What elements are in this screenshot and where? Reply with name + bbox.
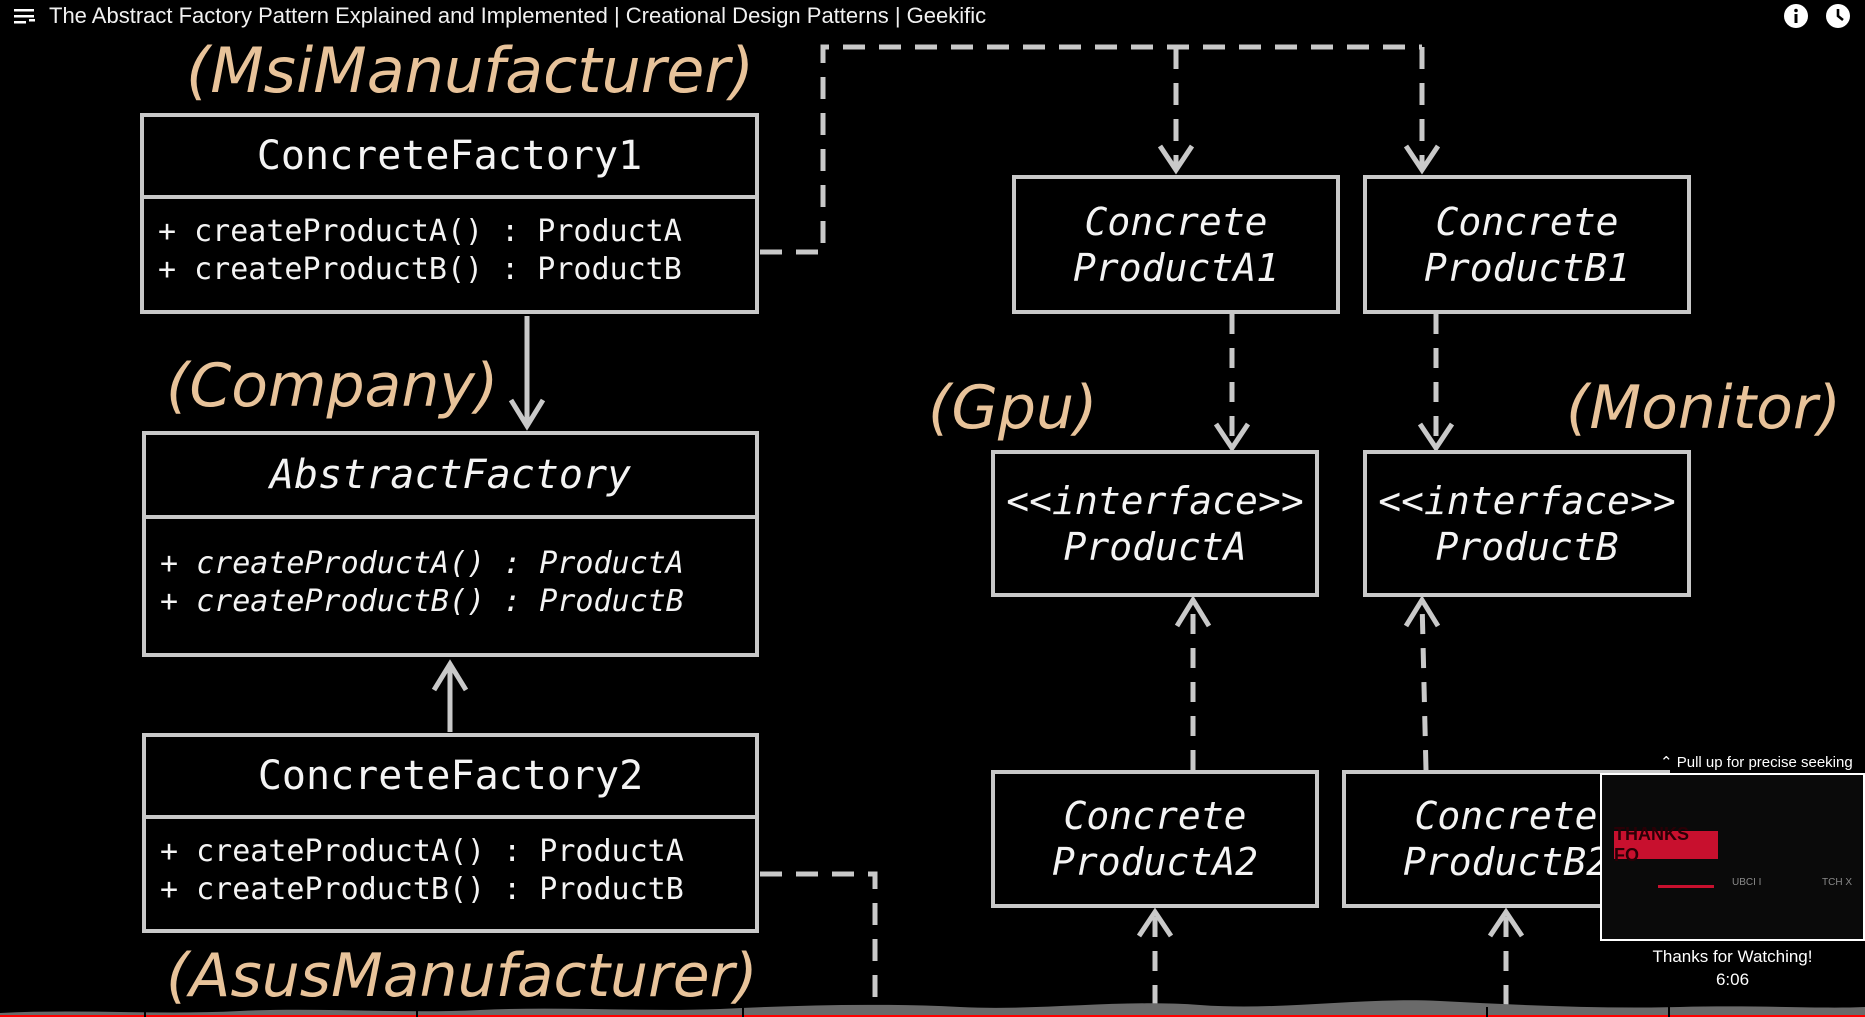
seek-preview-timestamp: 6:06 bbox=[1715, 970, 1750, 989]
method-create-product-a: + createProductA() : ProductA bbox=[160, 546, 684, 581]
concrete-factory1-box: ConcreteFactory1 + createProductA() : Pr… bbox=[140, 113, 759, 314]
chapter-divider bbox=[1486, 1007, 1488, 1017]
concrete-factory1-methods: + createProductA() : ProductA+ createPro… bbox=[144, 199, 755, 289]
chapter-divider bbox=[742, 1007, 744, 1017]
dashed-connector-b2-pb bbox=[1419, 599, 1429, 771]
chapter-divider bbox=[144, 1007, 146, 1017]
concrete-factory1-name: ConcreteFactory1 bbox=[144, 117, 755, 199]
seek-preview-thumbnail: THANKS FO UBCI I TCH X bbox=[1600, 773, 1865, 941]
arrowhead-pb-top bbox=[1417, 422, 1455, 453]
arrowhead-b1 bbox=[1403, 144, 1441, 175]
progress-bar-heatmap[interactable] bbox=[0, 985, 1865, 1017]
product-line2: ProductB1 bbox=[1424, 245, 1630, 290]
arrowhead-af-top bbox=[508, 398, 546, 431]
product-line1: Concrete bbox=[1435, 199, 1619, 244]
interface-name: ProductB bbox=[1435, 524, 1619, 569]
concrete-product-a1-box: Concrete ProductA1 bbox=[1012, 175, 1340, 314]
concrete-factory2-methods: + createProductA() : ProductA+ createPro… bbox=[146, 819, 755, 909]
concrete-product-a2-box: Concrete ProductA2 bbox=[991, 770, 1319, 908]
method-create-product-b: + createProductB() : ProductB bbox=[160, 872, 684, 907]
abstract-factory-name: AbstractFactory bbox=[146, 435, 755, 519]
label-asus-manufacturer: (AsusManufacturer) bbox=[166, 941, 758, 1011]
product-line2: ProductA1 bbox=[1073, 245, 1279, 290]
arrowhead-pb-bottom bbox=[1403, 595, 1441, 628]
seek-hint: ⌃ Pull up for precise seeking bbox=[1660, 753, 1853, 771]
chapter-divider bbox=[416, 1007, 418, 1017]
abstract-factory-methods: + createProductA() : ProductA+ createPro… bbox=[146, 519, 755, 621]
interface-name: ProductA bbox=[1063, 524, 1247, 569]
thumbnail-badge: THANKS FO bbox=[1614, 824, 1718, 865]
arrowhead-a2 bbox=[1136, 907, 1174, 938]
thumbnail-text: TCH X bbox=[1822, 877, 1852, 888]
concrete-factory2-name: ConcreteFactory2 bbox=[146, 737, 755, 819]
arrowhead-af-bottom bbox=[431, 659, 469, 692]
method-create-product-a: + createProductA() : ProductA bbox=[158, 214, 682, 249]
concrete-product-b1-box: Concrete ProductB1 bbox=[1363, 175, 1691, 314]
watch-later-clock-icon[interactable] bbox=[1824, 2, 1852, 30]
product-line2: ProductA2 bbox=[1052, 840, 1258, 884]
label-msi-manufacturer: (MsiManufacturer) bbox=[186, 34, 755, 107]
chapter-divider bbox=[1668, 1007, 1670, 1017]
progress-played bbox=[0, 1015, 1865, 1017]
product-line2: ProductB2 bbox=[1403, 840, 1609, 884]
interface-product-a-box: <<interface>> ProductA bbox=[991, 450, 1319, 597]
interface-product-b-box: <<interface>> ProductB bbox=[1363, 450, 1691, 597]
product-line1: Concrete bbox=[1063, 794, 1247, 838]
method-create-product-a: + createProductA() : ProductA bbox=[160, 834, 684, 869]
arrowhead-b2 bbox=[1487, 907, 1525, 938]
label-gpu: (Gpu) bbox=[928, 373, 1098, 443]
dashed-connector-cf1 bbox=[760, 44, 1422, 255]
label-company: (Company) bbox=[166, 351, 499, 421]
player-top-bar: The Abstract Factory Pattern Explained a… bbox=[0, 0, 1865, 34]
interface-stereotype: <<interface>> bbox=[1006, 478, 1304, 523]
arrowhead-pa-top bbox=[1213, 422, 1251, 453]
playlist-menu-icon[interactable] bbox=[14, 8, 36, 26]
video-title[interactable]: The Abstract Factory Pattern Explained a… bbox=[49, 3, 987, 28]
dashed-connector-cf2 bbox=[760, 871, 1506, 1015]
label-monitor: (Monitor) bbox=[1566, 373, 1841, 443]
method-create-product-b: + createProductB() : ProductB bbox=[160, 584, 684, 619]
arrowhead-a1 bbox=[1157, 144, 1195, 175]
concrete-factory2-box: ConcreteFactory2 + createProductA() : Pr… bbox=[142, 733, 759, 933]
chevron-up-icon: ⌃ bbox=[1660, 754, 1673, 771]
abstract-factory-box: AbstractFactory + createProductA() : Pro… bbox=[142, 431, 759, 657]
product-line1: Concrete bbox=[1084, 199, 1268, 244]
interface-stereotype: <<interface>> bbox=[1378, 478, 1676, 523]
seek-preview-chapter-title: Thanks for Watching! bbox=[1652, 947, 1813, 966]
arrowhead-pa-bottom bbox=[1174, 595, 1212, 628]
thumbnail-red-line bbox=[1658, 885, 1714, 888]
heatmap-area bbox=[0, 1000, 1865, 1017]
info-icon[interactable] bbox=[1782, 2, 1810, 30]
seek-hint-text: Pull up for precise seeking bbox=[1676, 754, 1853, 771]
thumbnail-text: UBCI I bbox=[1732, 877, 1762, 888]
method-create-product-b: + createProductB() : ProductB bbox=[158, 252, 682, 287]
product-line1: Concrete bbox=[1414, 794, 1598, 838]
